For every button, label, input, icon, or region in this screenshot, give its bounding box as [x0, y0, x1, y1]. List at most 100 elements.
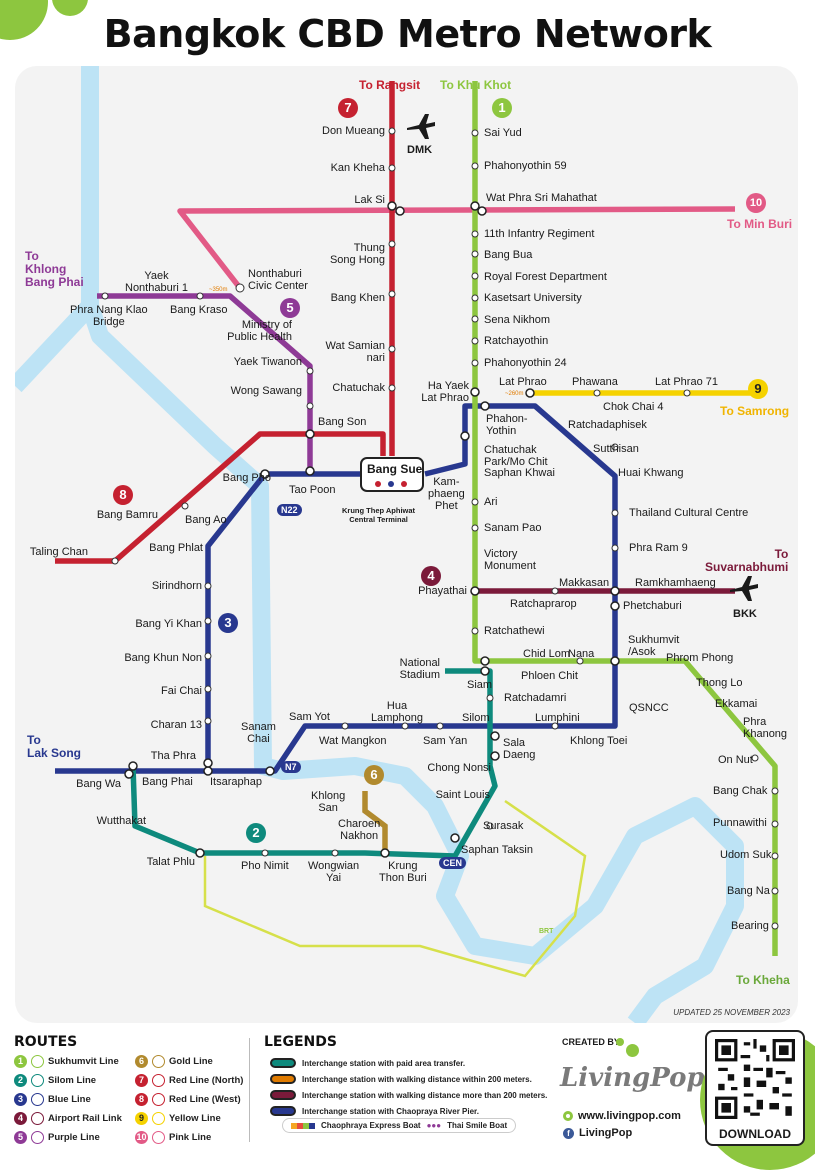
station-bang-yi-khan[interactable]: Bang Yi Khan	[135, 618, 202, 630]
station-sanam-pao[interactable]: Sanam Pao	[484, 522, 542, 534]
station-ratchaprarop[interactable]: Ratchaprarop	[510, 598, 577, 610]
station-bang-khen[interactable]: Bang Khen	[330, 292, 385, 304]
station-bang-wa[interactable]: Bang Wa	[76, 778, 121, 790]
station-sirindhorn[interactable]: Sirindhorn	[151, 580, 202, 592]
station-on-nut[interactable]: On Nut	[718, 754, 753, 766]
station-thong-lo[interactable]: Thong Lo	[696, 677, 743, 689]
station-saphan-khwai[interactable]: Saphan Khwai	[484, 467, 555, 479]
station-don-mueang[interactable]: Don Mueang	[322, 125, 385, 137]
station-bang-pho[interactable]: Bang Pho	[222, 472, 271, 484]
station-phahonyothin-59[interactable]: Phahonyothin 59	[484, 160, 567, 172]
station-kan-kheha[interactable]: Kan Kheha	[330, 162, 385, 174]
station-charan-13[interactable]: Charan 13	[150, 719, 202, 731]
station-phawana[interactable]: Phawana	[572, 376, 618, 388]
station-lat-phrao-71[interactable]: Lat Phrao 71	[655, 376, 718, 388]
station-wong-sawang[interactable]: Wong Sawang	[230, 385, 302, 397]
station-sukhumvit-asok[interactable]: Sukhumvit/Asok	[628, 634, 680, 658]
station-siam[interactable]: Siam	[467, 679, 493, 691]
station-sam-yot[interactable]: Sam Yot	[289, 711, 330, 723]
station-chid-lom[interactable]: Chid Lom	[523, 648, 571, 660]
station-udom-suk[interactable]: Udom Suk	[720, 849, 772, 861]
website-line[interactable]: www.livingpop.com	[563, 1110, 681, 1122]
station-surasak[interactable]: Surasak	[483, 820, 524, 832]
station-makkasan[interactable]: Makkasan	[559, 577, 610, 589]
station-pho-nimit[interactable]: Pho Nimit	[241, 860, 289, 872]
facebook-line[interactable]: f LivingPop	[563, 1127, 632, 1139]
station-bang-khun-non[interactable]: Bang Khun Non	[124, 652, 202, 664]
station-phrom-phong[interactable]: Phrom Phong	[666, 652, 734, 664]
station-kasetsart[interactable]: Kasetsart University	[484, 292, 582, 304]
station-bang-kraso[interactable]: Bang Kraso	[170, 304, 228, 316]
station-phayathai[interactable]: Phayathai	[418, 585, 467, 597]
station-phloen-chit[interactable]: Phloen Chit	[521, 670, 578, 682]
station-bang-bua[interactable]: Bang Bua	[484, 249, 533, 261]
station-chatuchak[interactable]: Chatuchak	[332, 382, 385, 394]
station-ekkamai[interactable]: Ekkamai	[715, 698, 758, 710]
station-yaek-tiwanon[interactable]: Yaek Tiwanon	[233, 356, 302, 368]
station-huai-khwang[interactable]: Huai Khwang	[618, 467, 684, 479]
station-bang-na[interactable]: Bang Na	[727, 885, 770, 897]
station-nana[interactable]: Nana	[568, 648, 595, 660]
station-wutthakat[interactable]: Wutthakat	[96, 815, 146, 827]
download-label[interactable]: DOWNLOAD	[719, 1127, 791, 1141]
station-lat-phrao[interactable]: Lat Phrao	[499, 376, 547, 388]
station-thailand-cultural-centre[interactable]: Thailand Cultural Centre	[629, 507, 749, 519]
station-ramkhamhaeng[interactable]: Ramkhamhaeng	[635, 577, 716, 589]
station-sena-nikhom[interactable]: Sena Nikhom	[484, 314, 551, 326]
station-phahon-yothin[interactable]: Phahon-Yothin	[486, 413, 528, 437]
station-punnawithi[interactable]: Punnawithi	[713, 817, 767, 829]
station-tha-phra[interactable]: Tha Phra	[150, 750, 196, 762]
station-qsncc[interactable]: QSNCC	[629, 702, 669, 714]
station-wat-phra-sri-mahathat[interactable]: Wat Phra Sri Mahathat	[486, 192, 597, 204]
station-talat-phlu[interactable]: Talat Phlu	[146, 856, 195, 868]
facebook-link[interactable]: LivingPop	[579, 1127, 633, 1139]
station-bang-son[interactable]: Bang Son	[318, 416, 367, 428]
station-wat-mangkon[interactable]: Wat Mangkon	[319, 735, 387, 747]
station-ratchayothin[interactable]: Ratchayothin	[484, 335, 549, 347]
station-saint-louis[interactable]: Saint Louis	[435, 789, 490, 801]
station-bang-phlat[interactable]: Bang Phlat	[149, 542, 203, 554]
station-chok-chai-4[interactable]: Chok Chai 4	[603, 401, 664, 413]
station-bang-phai[interactable]: Bang Phai	[142, 776, 193, 788]
station-ari[interactable]: Ari	[484, 496, 498, 508]
station-bang-ao[interactable]: Bang Ao	[185, 514, 227, 526]
station-bang-chak[interactable]: Bang Chak	[713, 785, 768, 797]
station-khlong-toei[interactable]: Khlong Toei	[570, 735, 628, 747]
station-sutthisan[interactable]: Sutthisan	[593, 443, 639, 455]
station-phra-ram-9[interactable]: Phra Ram 9	[629, 542, 688, 554]
station-sai-yud[interactable]: Sai Yud	[484, 127, 522, 139]
station-itsaraphap[interactable]: Itsaraphap	[210, 776, 262, 788]
station-ratchadamri[interactable]: Ratchadamri	[504, 692, 567, 704]
station-lumphini[interactable]: Lumphini	[535, 712, 580, 724]
station-bang-bamru[interactable]: Bang Bamru	[96, 509, 158, 521]
station-chong-nonsi[interactable]: Chong Nonsi	[427, 762, 491, 774]
station-royal-forest[interactable]: Royal Forest Department	[484, 271, 607, 283]
website-link[interactable]: www.livingpop.com	[578, 1110, 681, 1122]
station-silom[interactable]: Silom	[462, 712, 490, 724]
station-sam-yan[interactable]: Sam Yan	[423, 735, 468, 747]
station-ratchathewi[interactable]: Ratchathewi	[484, 625, 545, 637]
station-fai-chai[interactable]: Fai Chai	[161, 685, 202, 697]
station-bang-sue[interactable]: Bang Sue	[367, 462, 423, 476]
station-taling-chan[interactable]: Taling Chan	[29, 546, 88, 558]
station-saphan-taksin[interactable]: Saphan Taksin	[461, 844, 533, 856]
station-lak-si[interactable]: Lak Si	[354, 194, 385, 206]
